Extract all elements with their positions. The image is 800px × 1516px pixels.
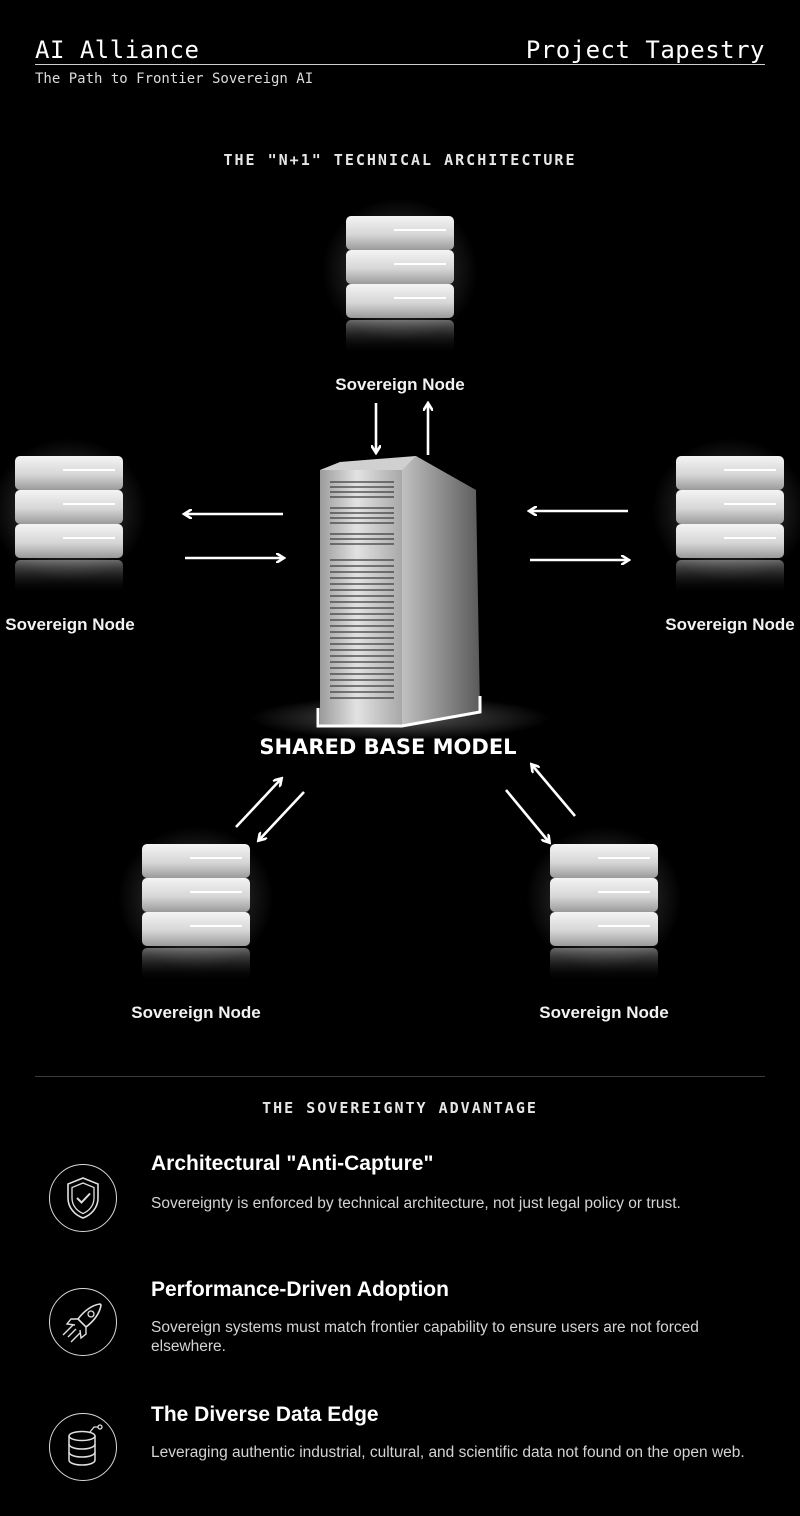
sovereign-node-right-server [651,437,800,595]
sovereign-node-top-server [321,197,479,355]
advantage-description: Sovereignty is enforced by technical arc… [151,1195,681,1212]
advantage-item-anti-capture: Architectural "Anti-Capture" Sovereignty… [0,1150,800,1260]
shared-base-model-server [250,456,550,740]
architecture-diagram [0,197,800,983]
page-subtitle: The Path to Frontier Sovereign AI [35,71,314,87]
advantage-title: Performance-Driven Adoption [151,1278,449,1301]
sovereign-node-bottom-left-server [117,825,275,983]
database-icon [49,1413,117,1481]
arrow-bottom-left-down [259,791,305,840]
sovereign-node-label-bottom-left: Sovereign Node [131,1003,261,1022]
advantage-title: The Diverse Data Edge [151,1403,379,1426]
advantage-description: Sovereign systems must match frontier ca… [151,1319,699,1355]
advantage-title: Architectural "Anti-Capture" [151,1152,434,1175]
arrow-bottom-left-up [235,779,281,828]
sovereign-node-left-server [0,437,148,595]
arrow-bottom-right-down [504,789,549,842]
sovereign-node-label-top: Sovereign Node [335,375,465,394]
sovereign-node-bottom-right-server [525,825,683,983]
section-divider [35,1076,765,1077]
brand-title: AI Alliance [35,36,200,64]
advantage-item-data-edge: The Diverse Data Edge Leveraging authent… [0,1399,800,1509]
advantage-item-performance: Performance-Driven Adoption Sovereign sy… [0,1274,800,1384]
advantage-description: Leveraging authentic industrial, cultura… [151,1444,745,1461]
shield-check-icon [49,1164,117,1232]
architecture-section-title: THE "N+1" TECHNICAL ARCHITECTURE [223,151,577,169]
sovereign-node-label-left: Sovereign Node [5,615,135,634]
data-flow-arrows [185,403,628,842]
rocket-icon [49,1288,117,1356]
sovereign-node-label-right: Sovereign Node [665,615,795,634]
advantage-section-title: THE SOVEREIGNTY ADVANTAGE [262,1099,538,1117]
project-title: Project Tapestry [525,36,765,64]
arrow-bottom-right-up [532,765,576,817]
sovereign-node-label-bottom-right: Sovereign Node [539,1003,669,1022]
header-divider [35,64,765,65]
shared-base-model-label: SHARED BASE MODEL [259,735,517,759]
